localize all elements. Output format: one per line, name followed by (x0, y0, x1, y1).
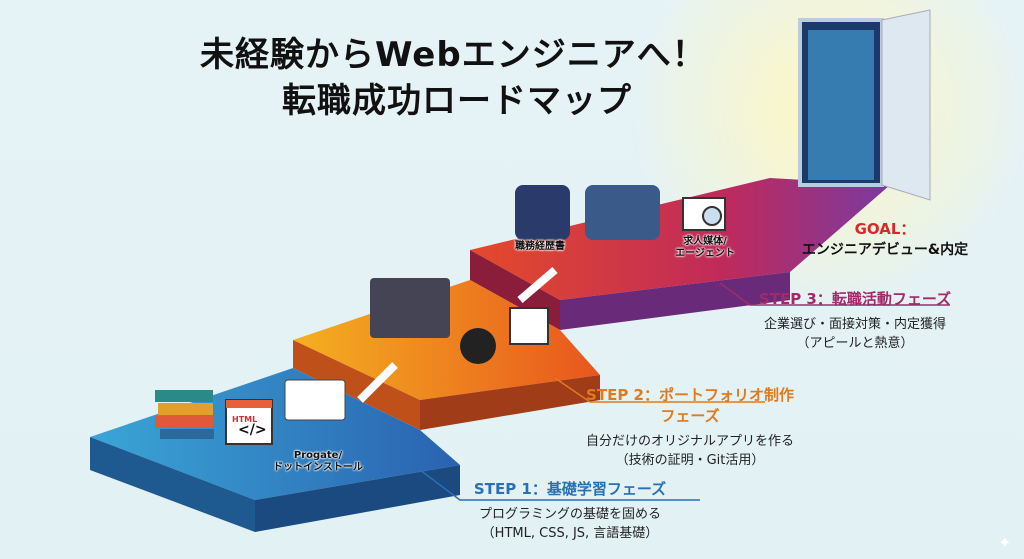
developer-icon (370, 278, 450, 338)
sparkle-icon: ✦ (998, 533, 1011, 552)
title-line1: 未経験からWebエンジニアへ！ (200, 35, 707, 75)
resume-label: 職務経歴書 (515, 241, 565, 252)
page-title: 未経験からWebエンジニアへ！ 転職成功ロードマップ (200, 32, 707, 124)
media-label: 求人媒体/エージェント (675, 236, 735, 259)
books-icon (155, 390, 214, 439)
title-line2: 転職成功ロードマップ (282, 81, 632, 121)
door-icon (798, 9, 931, 201)
browser-icon (509, 307, 549, 345)
step1-platform (90, 368, 460, 500)
step3-label: STEP 3：転職活動フェーズ 企業選び・面接対策・内定獲得 （アピールと熱意） (758, 290, 952, 351)
progate-label: Progate/ドットインストール (273, 450, 363, 473)
step2-label: STEP 2：ポートフォリオ制作フェーズ 自分だけのオリジナルアプリを作る （技… (585, 386, 794, 468)
step1-label: STEP 1：基礎学習フェーズ プログラミングの基礎を固める （HTML, CS… (473, 480, 667, 541)
html-label: HTML (232, 415, 258, 424)
goal-label: GOAL： エンジニアデビュー&内定 (801, 220, 969, 258)
step3-platform (470, 178, 890, 300)
github-icon (460, 328, 496, 364)
laptop-user-icon (284, 379, 346, 421)
code-label: </> (238, 422, 267, 438)
handshake-icon (585, 185, 660, 240)
resume-person-icon (515, 185, 570, 240)
arrow-icon (357, 362, 398, 403)
code-window-icon (225, 399, 273, 445)
